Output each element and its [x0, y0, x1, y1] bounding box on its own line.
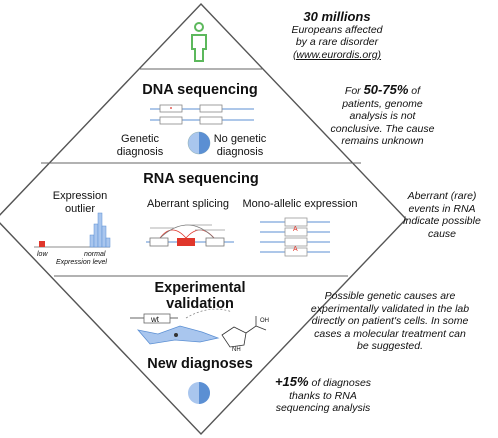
dna-note-line5: remains unknown: [341, 135, 424, 148]
aberrant-splicing-graphic: [146, 224, 234, 247]
wt-label: wt: [151, 315, 159, 324]
validation-graphic: [130, 308, 267, 348]
dna-pie-chart: [187, 131, 211, 155]
expression-outlier-graphic: [34, 212, 111, 248]
dna-section-title: DNA sequencing: [142, 82, 258, 98]
prevalence-line2: by a rare disorder: [295, 36, 379, 49]
new-diagnoses-title: New diagnoses: [147, 356, 253, 372]
normal-label: normal: [84, 251, 106, 258]
rna-note-line2: events in RNA: [408, 202, 476, 215]
side-note-validation: Possible genetic causes are experimental…: [290, 290, 490, 353]
dna-note-line2: patients, genome: [342, 97, 423, 110]
diamond-outline: [0, 2, 407, 436]
validation-note-line1: Possible genetic causes are: [324, 290, 456, 302]
prevalence-headline: 30 millions: [303, 9, 371, 24]
rna-section-title: RNA sequencing: [143, 171, 259, 187]
new-dx-line1: of diagnoses: [308, 377, 372, 389]
expression-outlier-title: Expression outlier: [52, 190, 108, 215]
low-label: low: [37, 251, 48, 258]
validation-note-line4: cases a molecular treatment can: [314, 327, 466, 340]
validation-note-line5: be suggested.: [357, 340, 423, 353]
side-note-rna: Aberrant (rare) events in RNA indicate p…: [392, 190, 492, 240]
person-icon: [191, 22, 207, 62]
side-note-prevalence: 30 millions Europeans affected by a rare…: [272, 9, 402, 61]
validation-section-title: Experimental validation: [154, 280, 246, 312]
oh-label: OH: [260, 318, 269, 324]
mono-allelic-title: Mono-allelic expression: [242, 198, 358, 210]
new-dx-pct: +15%: [274, 374, 309, 389]
dna-note-suffix: of: [408, 85, 421, 97]
eurordis-link[interactable]: (www.eurordis.org): [292, 48, 382, 61]
rna-note-line1: Aberrant (rare): [407, 190, 477, 202]
allele-letter-1: A: [293, 226, 298, 233]
mono-allelic-graphic: [260, 217, 330, 257]
dna-note-line3: analysis is not: [349, 110, 416, 123]
side-note-new-diagnoses: +15% of diagnoses thanks to RNA sequenci…: [248, 374, 398, 415]
side-note-dna: For 50-75% of patients, genome analysis …: [325, 82, 440, 148]
nh-label: NH: [232, 347, 241, 353]
aberrant-splicing-title: Aberrant splicing: [147, 198, 229, 210]
prevalence-line1: Europeans affected: [291, 23, 383, 36]
dna-note-line4: conclusive. The cause: [330, 122, 435, 135]
new-dx-line2: thanks to RNA: [289, 389, 357, 402]
rna-note-line3: indicate possible: [403, 215, 481, 228]
new-diagnoses-pie: [188, 382, 210, 404]
dna-note-range: 50-75%: [363, 82, 409, 97]
validation-note-line3: directly on patient's cells. In some: [311, 315, 469, 328]
no-genetic-diagnosis-label: No genetic diagnosis: [213, 133, 267, 158]
expression-level-label: Expression level: [56, 259, 107, 266]
validation-note-line2: experimentally validated in the lab: [310, 302, 470, 315]
dna-note-prefix: For: [344, 85, 364, 97]
dna-reads-graphic: [150, 104, 254, 125]
new-dx-line3: sequencing analysis: [275, 402, 371, 415]
genetic-diagnosis-label: Genetic diagnosis: [116, 133, 164, 158]
rna-note-line4: cause: [427, 227, 457, 240]
allele-letter-2: A: [293, 246, 298, 253]
